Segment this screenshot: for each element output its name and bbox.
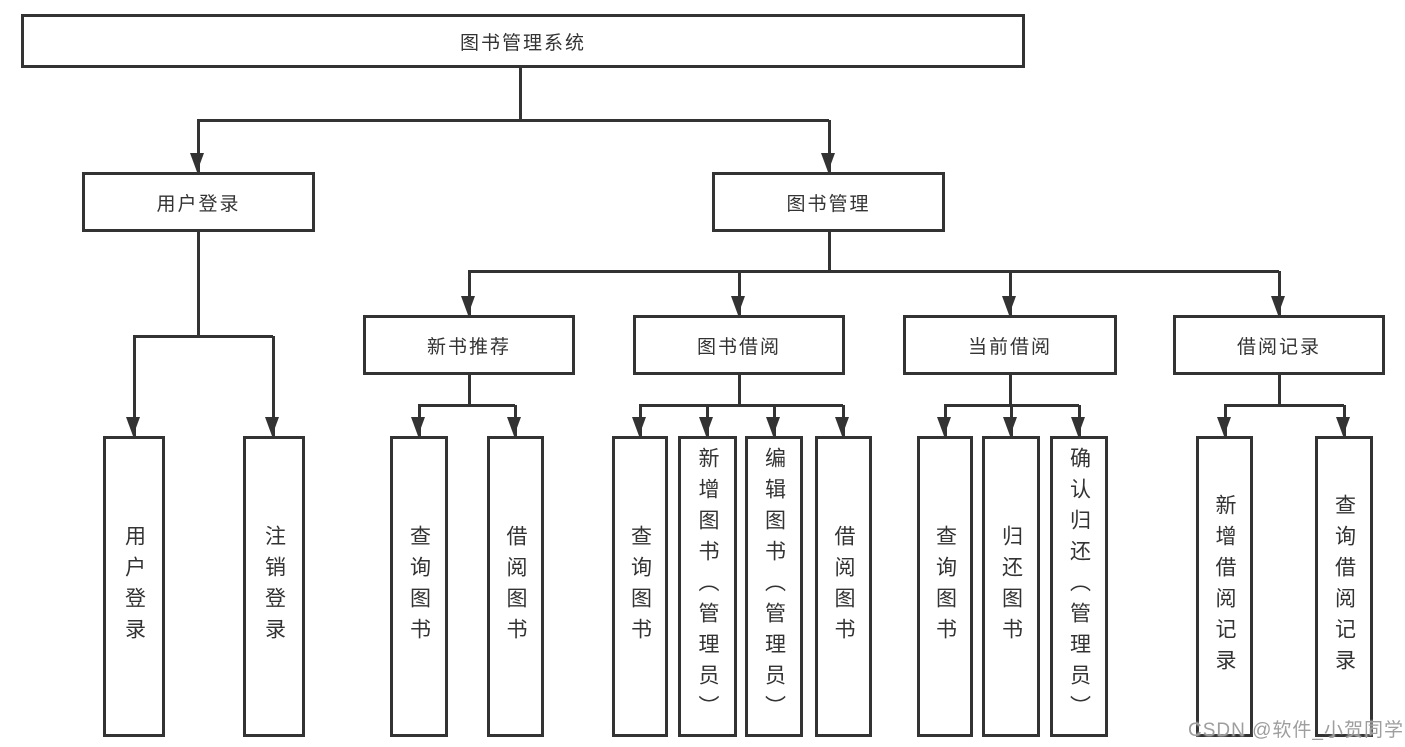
connector-line-horizontal xyxy=(468,270,1279,273)
connector-line-horizontal xyxy=(1224,404,1344,407)
connector-line-horizontal xyxy=(197,119,829,122)
leaf-query-borrow-record: 查询借阅记录 xyxy=(1315,436,1373,737)
arrowhead-down-icon xyxy=(410,417,425,436)
leaf-logout: 注销登录 xyxy=(243,436,305,737)
leaf-label: 查询图书 xyxy=(628,524,652,649)
node-label: 用户登录 xyxy=(156,193,241,215)
connector-line-vertical xyxy=(272,336,275,437)
connector-line-vertical xyxy=(828,232,831,272)
node-label: 新书推荐 xyxy=(426,336,511,358)
connector-line-horizontal xyxy=(418,404,515,407)
leaf-user-login: 用户登录 xyxy=(103,436,165,737)
node-book-borrow: 图书借阅 xyxy=(633,315,845,375)
connector-line-vertical xyxy=(738,271,741,316)
connector-line-horizontal xyxy=(639,404,843,407)
node-current-borrow: 当前借阅 xyxy=(903,315,1117,375)
node-label: 图书管理系统 xyxy=(459,32,586,54)
connector-line-vertical xyxy=(1278,271,1281,316)
leaf-label: 查询图书 xyxy=(407,524,431,649)
leaf-label: 查询图书 xyxy=(933,524,957,649)
arrowhead-down-icon xyxy=(765,417,780,436)
node-library-management-system: 图书管理系统 xyxy=(21,14,1025,68)
arrowhead-down-icon xyxy=(730,296,745,315)
leaf-confirm-return-admin: 确认归还（管理员） xyxy=(1050,436,1108,737)
connector-line-vertical xyxy=(1009,375,1012,406)
node-borrow-records: 借阅记录 xyxy=(1173,315,1385,375)
connector-line-vertical xyxy=(738,375,741,406)
arrowhead-down-icon xyxy=(698,417,713,436)
connector-line-vertical xyxy=(468,375,471,406)
leaf-label: 新增借阅记录 xyxy=(1213,493,1237,680)
arrowhead-down-icon xyxy=(264,417,279,436)
leaf-return-books: 归还图书 xyxy=(982,436,1040,737)
leaf-borrow-books-recommend: 借阅图书 xyxy=(487,436,544,737)
leaf-label: 注销登录 xyxy=(262,524,286,649)
arrowhead-down-icon xyxy=(189,153,204,172)
leaf-borrow-books: 借阅图书 xyxy=(815,436,872,737)
arrowhead-down-icon xyxy=(1270,296,1285,315)
leaf-query-books-recommend: 查询图书 xyxy=(390,436,448,737)
leaf-label: 借阅图书 xyxy=(832,524,856,649)
leaf-add-books-admin: 新增图书（管理员） xyxy=(678,436,737,737)
arrowhead-down-icon xyxy=(1335,417,1350,436)
node-label: 借阅记录 xyxy=(1236,336,1321,358)
csdn-watermark: CSDN @软件_小贺同学 xyxy=(1188,720,1404,741)
leaf-label: 归还图书 xyxy=(999,524,1023,649)
leaf-add-borrow-record: 新增借阅记录 xyxy=(1196,436,1253,737)
arrowhead-down-icon xyxy=(460,296,475,315)
arrowhead-down-icon xyxy=(1216,417,1231,436)
connector-line-vertical xyxy=(1009,271,1012,316)
connector-line-vertical xyxy=(197,120,200,173)
arrowhead-down-icon xyxy=(834,417,849,436)
connector-line-horizontal xyxy=(944,404,1079,407)
arrowhead-down-icon xyxy=(1001,296,1016,315)
connector-line-vertical xyxy=(519,68,522,120)
arrowhead-down-icon xyxy=(1002,417,1017,436)
node-user-login: 用户登录 xyxy=(82,172,315,232)
connector-line-horizontal xyxy=(133,335,273,338)
node-book-management: 图书管理 xyxy=(712,172,945,232)
arrowhead-down-icon xyxy=(820,153,835,172)
node-label: 图书借阅 xyxy=(696,336,781,358)
arrowhead-down-icon xyxy=(936,417,951,436)
leaf-label: 借阅图书 xyxy=(504,524,528,649)
connector-line-vertical xyxy=(828,120,831,173)
connector-line-vertical xyxy=(197,232,200,336)
arrowhead-down-icon xyxy=(1070,417,1085,436)
arrowhead-down-icon xyxy=(631,417,646,436)
leaf-query-books-borrow: 查询图书 xyxy=(612,436,668,737)
node-new-book-recommend: 新书推荐 xyxy=(363,315,575,375)
leaf-label: 新增图书（管理员） xyxy=(696,447,720,726)
connector-line-vertical xyxy=(133,336,136,437)
leaf-label: 确认归还（管理员） xyxy=(1067,447,1091,726)
leaf-label: 查询借阅记录 xyxy=(1332,493,1356,680)
connector-line-vertical xyxy=(468,271,471,316)
leaf-query-books-current: 查询图书 xyxy=(917,436,973,737)
connector-line-vertical xyxy=(1278,375,1281,406)
leaf-edit-books-admin: 编辑图书（管理员） xyxy=(745,436,803,737)
arrowhead-down-icon xyxy=(125,417,140,436)
leaf-label: 用户登录 xyxy=(122,524,146,649)
node-label: 图书管理 xyxy=(786,193,871,215)
node-label: 当前借阅 xyxy=(967,336,1052,358)
arrowhead-down-icon xyxy=(506,417,521,436)
leaf-label: 编辑图书（管理员） xyxy=(762,447,786,726)
